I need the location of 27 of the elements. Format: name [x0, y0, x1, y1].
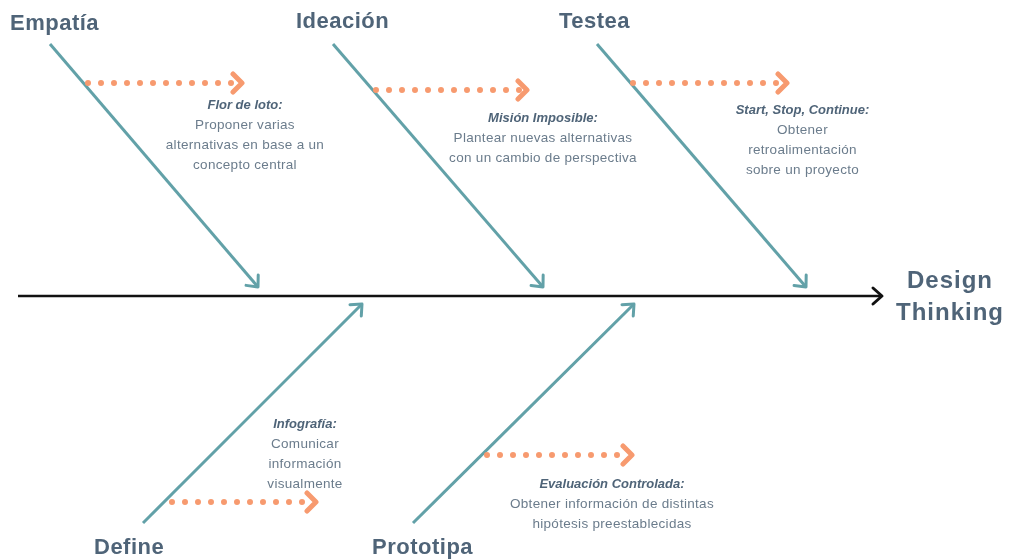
technique-description: Proponer varias alternativas en base a un concepto central — [164, 116, 326, 174]
technique-title: Misión Imposible: — [488, 109, 598, 127]
technique-title: Infografía: — [273, 415, 337, 433]
arrow — [595, 43, 808, 289]
dotted-arrow — [85, 71, 245, 95]
technique-title: Start, Stop, Continue: — [735, 101, 870, 119]
technique-description: Obtener información de distintas hipótesis preestablecidas — [509, 495, 715, 533]
arrow — [331, 43, 545, 289]
dotted-arrow — [373, 78, 530, 102]
technique-description: Plantear nuevas alternativas con un cambio de perspectiva — [448, 129, 638, 167]
dotted-arrow — [484, 443, 635, 467]
stage-label: Define — [94, 534, 165, 559]
dotted-arrow — [630, 71, 790, 95]
technique-description: Obtener retroalimentación sobre un proyecto — [744, 121, 861, 179]
arrow — [18, 286, 884, 306]
stage-label: Testea — [559, 8, 631, 33]
arrow — [141, 302, 364, 525]
effect-label: Design Thinking — [895, 265, 1005, 327]
technique-title: Flor de loto: — [207, 96, 283, 114]
dotted-arrow — [169, 490, 319, 514]
stage-label: Ideación — [296, 8, 390, 33]
stage-label: Empatía — [10, 10, 100, 35]
technique-description: Comunicar información visualmente — [266, 435, 344, 493]
stage-label: Prototipa — [372, 534, 474, 559]
technique-title: Evaluación Controlada: — [539, 475, 685, 493]
arrow — [48, 43, 260, 289]
arrow — [411, 302, 636, 525]
